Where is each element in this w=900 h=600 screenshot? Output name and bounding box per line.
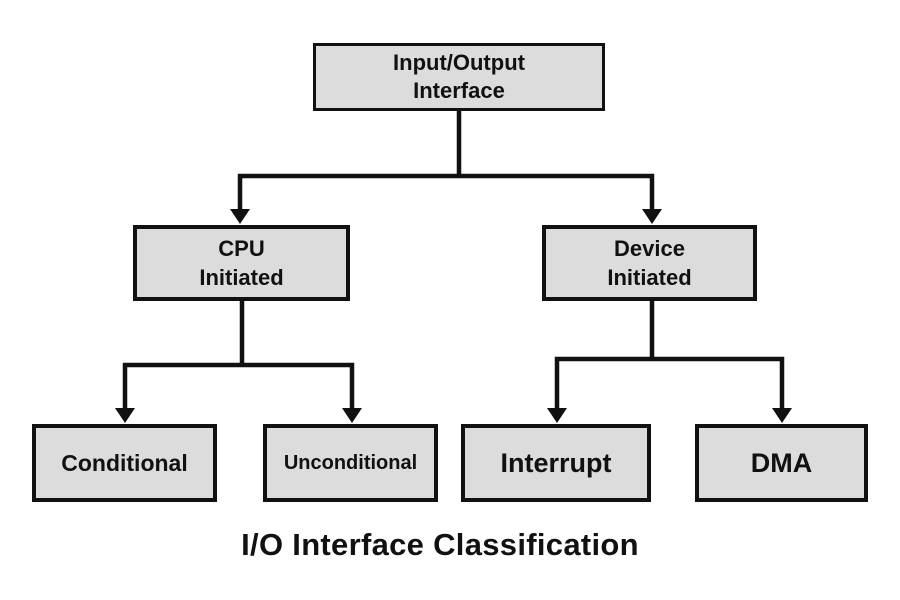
- node-unconditional: Unconditional: [263, 424, 438, 502]
- diagram-title: I/O Interface Classification: [241, 527, 639, 562]
- node-cpu-initiated: CPU Initiated: [133, 225, 350, 301]
- edge-device-branch: [554, 356, 785, 410]
- arrowhead-to-unconditional: [342, 408, 362, 423]
- arrowhead-to-device: [642, 209, 662, 224]
- node-input-output-interface: Input/Output Interface: [313, 43, 605, 111]
- node-device-initiated: Device Initiated: [542, 225, 757, 301]
- edge-root-branch: [237, 173, 655, 212]
- arrowhead-to-interrupt: [547, 408, 567, 423]
- edge-cpu-branch: [122, 362, 355, 410]
- node-dma: DMA: [695, 424, 868, 502]
- node-conditional: Conditional: [32, 424, 217, 502]
- arrowhead-to-cpu: [230, 209, 250, 224]
- node-interrupt: Interrupt: [461, 424, 651, 502]
- arrowhead-to-conditional: [115, 408, 135, 423]
- arrowhead-to-dma: [772, 408, 792, 423]
